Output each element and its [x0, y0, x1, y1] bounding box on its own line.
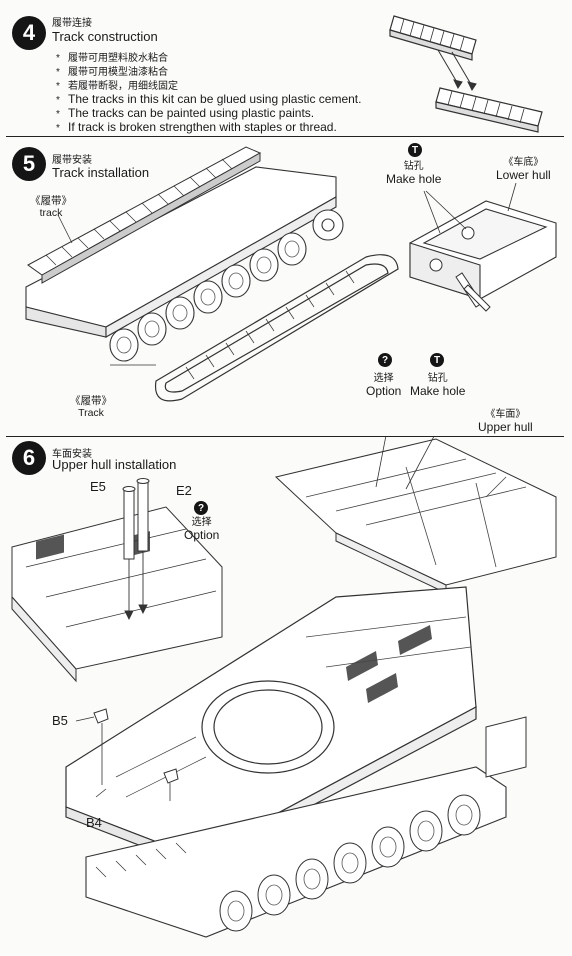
- step-title-cn: 履带安装: [52, 155, 92, 166]
- option-icon: ?: [378, 353, 392, 367]
- step-4-section: 4 履带连接 Track construction *履带可用塑料胶水粘合 *履…: [6, 4, 564, 134]
- step-number: 4: [12, 16, 46, 50]
- step-title-cn: 车面安装: [52, 449, 92, 460]
- note-en-2: *The tracks can be painted using plastic…: [56, 106, 315, 120]
- drill-icon: T: [408, 143, 422, 157]
- upper-hull-illustration: [11, 437, 557, 938]
- step-title-cn: 履带连接: [52, 18, 92, 29]
- step-5-section: 5 履带安装 Track installation: [6, 136, 564, 435]
- note-cn-1: *履带可用塑料胶水粘合: [56, 53, 168, 64]
- step-title-en: Upper hull installation: [52, 457, 177, 472]
- part-label-e5: E5: [90, 479, 106, 494]
- part-label-e2: E2: [176, 483, 192, 498]
- note-en-3: *If track is broken strengthen with stap…: [56, 120, 337, 134]
- upper-hull-label: 《车面》Upper hull: [478, 409, 533, 434]
- step-title-en: Track construction: [52, 29, 158, 44]
- track-installation-illustration: [25, 146, 557, 402]
- track-bottom-label: 《履带》Track: [70, 395, 112, 419]
- note-en-1: *The tracks in this kit can be glued usi…: [56, 92, 362, 106]
- part-label-b5: B5: [52, 713, 68, 728]
- option-icon: ?: [194, 501, 208, 515]
- step-number: 6: [12, 441, 46, 475]
- track-link-illustration: [389, 15, 543, 133]
- note-cn-2: *履带可用模型油漆粘合: [56, 67, 168, 78]
- step-number: 5: [12, 147, 46, 181]
- track-top-label: 《履带》track: [30, 195, 72, 219]
- step-6-section: 6 车面安装 Upper hull installation: [6, 353, 564, 953]
- part-label-b4: B4: [86, 815, 102, 830]
- note-cn-3: *若履带断裂，用细线固定: [56, 81, 178, 92]
- lower-hull-label: 《车底》Lower hull: [496, 157, 551, 182]
- drill-icon: T: [430, 353, 444, 367]
- step-title-en: Track installation: [52, 165, 150, 180]
